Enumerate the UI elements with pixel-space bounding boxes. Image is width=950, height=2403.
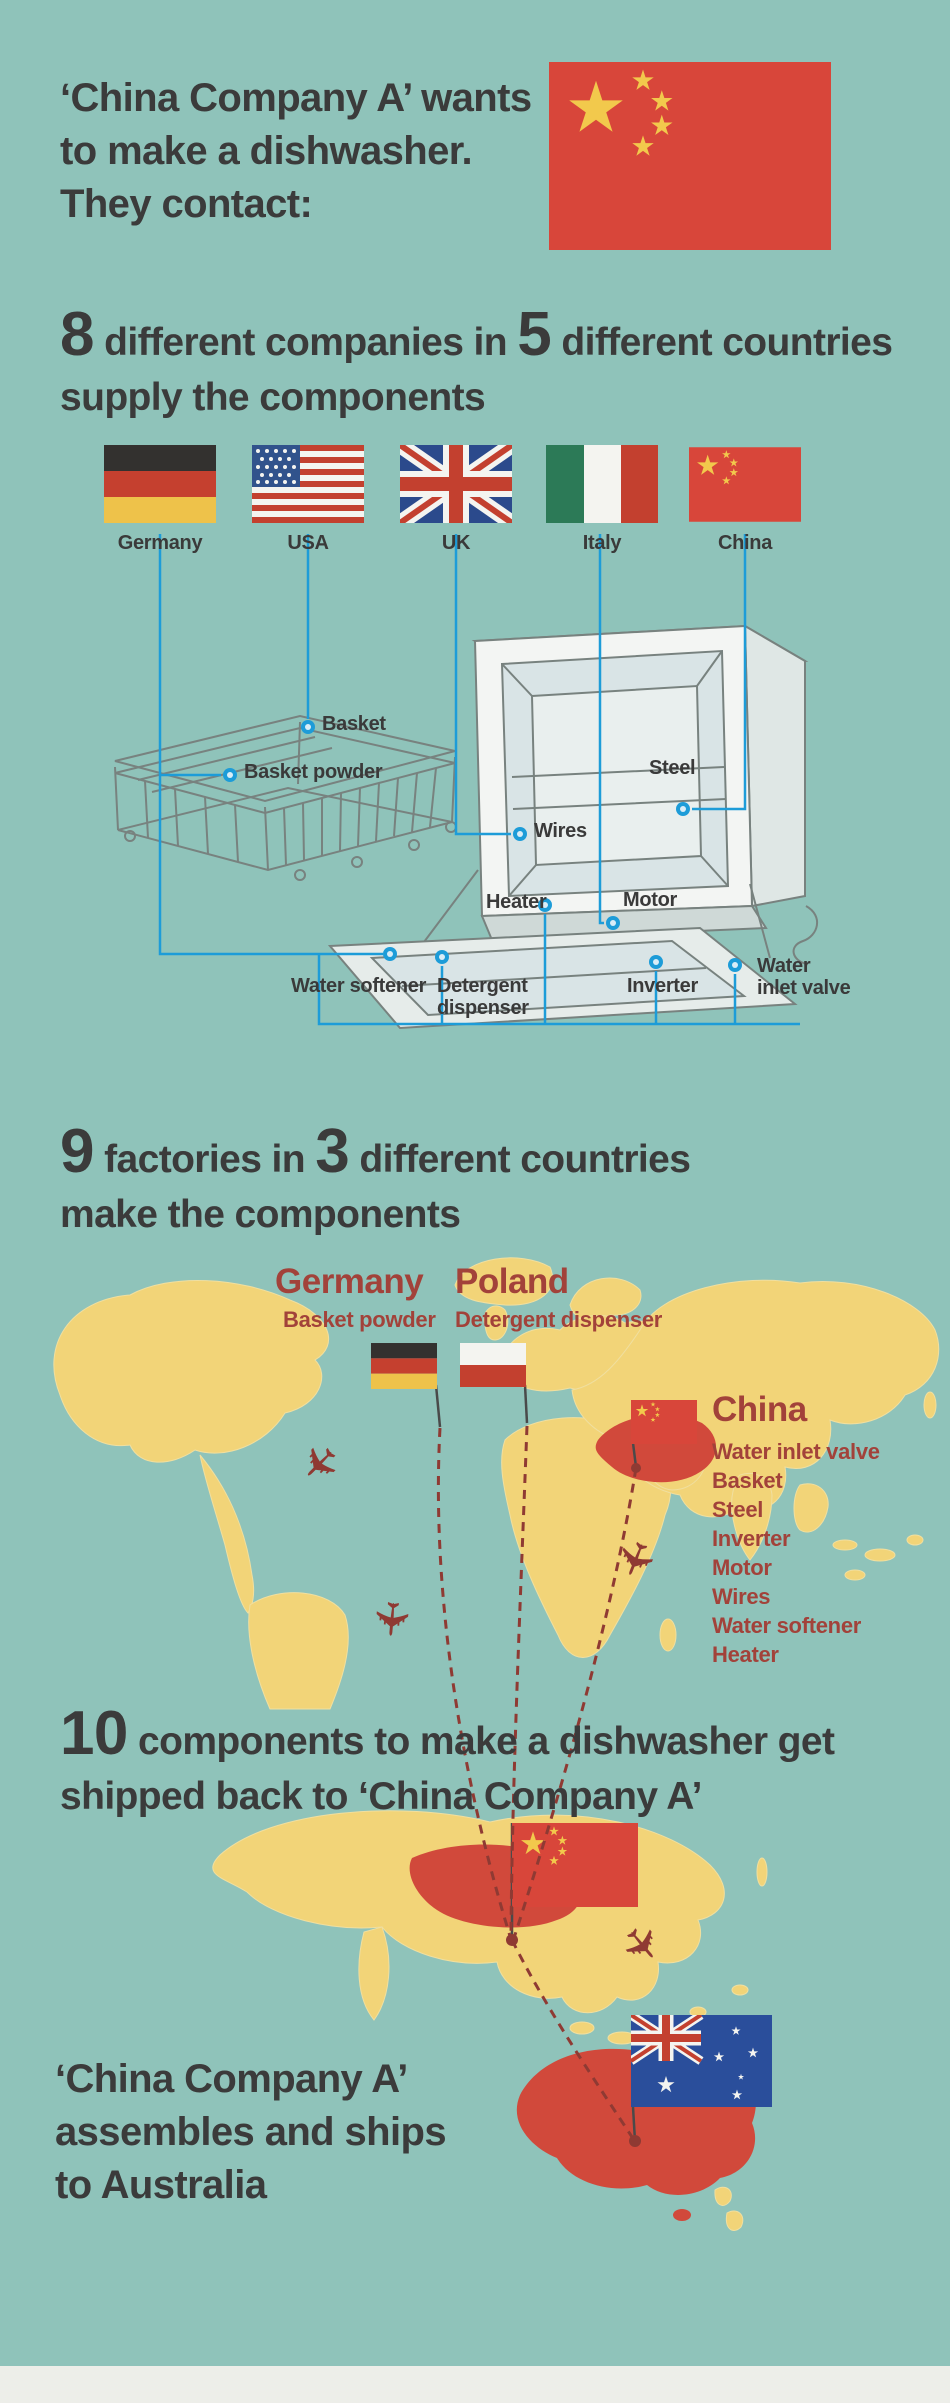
suppliers-heading-text-a: different companies in	[93, 321, 518, 364]
flag-label-italy: Italy	[582, 532, 622, 554]
assembly-text: ‘China Company A’ assembles and ships to…	[55, 2053, 475, 2212]
intro-line3: They contact:	[60, 182, 313, 226]
australia-map	[516, 1985, 880, 2231]
germany-map-flag-icon	[371, 1343, 437, 1389]
australia-flag-icon	[631, 2015, 772, 2107]
label-detergent-dispenser: Detergent dispenser	[437, 975, 529, 1019]
intro-line2: to make a dishwasher.	[60, 129, 473, 173]
label-motor: Motor	[623, 889, 678, 911]
component-connector-lines	[158, 534, 800, 1026]
china-item-steel: Steel	[712, 1497, 764, 1522]
china-item-water-softener: Water softener	[712, 1613, 862, 1638]
map-flag-poles	[434, 1384, 638, 1468]
label-water-inlet-valve: Water inlet valve	[757, 955, 851, 999]
china-item-water-inlet-valve: Water inlet valve	[712, 1439, 880, 1464]
count-factory-countries: 3	[315, 1117, 350, 1186]
shipping-heading-text-a: components to make a dishwasher get	[127, 1720, 835, 1763]
suppliers-heading-line1: 8 different companies in 5 different cou…	[60, 296, 900, 374]
poland-factory-item: Detergent dispenser	[455, 1307, 663, 1332]
factories-heading-line2: make the components	[60, 1192, 461, 1236]
assembly-line2: assembles and ships	[55, 2110, 447, 2154]
shipping-heading-line1: 10 components to make a dishwasher get	[60, 1695, 920, 1773]
china-item-motor: Motor	[712, 1555, 772, 1580]
label-basket-powder: Basket powder	[244, 761, 383, 783]
china-item-basket: Basket	[712, 1468, 783, 1493]
plane-icon: ✈	[363, 1597, 419, 1641]
poland-map-flag-icon	[460, 1343, 526, 1387]
flag-label-usa: USA	[287, 532, 329, 554]
map-label-poland: Poland	[455, 1262, 569, 1301]
factories-heading: 9 factories in 3 different countries mak…	[60, 1113, 900, 1239]
shipping-heading: 10 components to make a dishwasher get s…	[60, 1695, 920, 1821]
china-flag-large-icon	[549, 62, 831, 250]
flag-label-uk: UK	[441, 532, 471, 554]
suppliers-heading-text-b: different countries	[551, 321, 893, 364]
china-map-flag-icon	[631, 1400, 697, 1444]
factories-heading-text-b: different countries	[349, 1138, 691, 1181]
china-flag-icon	[689, 445, 801, 523]
dish-basket-art	[114, 714, 457, 881]
label-basket: Basket	[322, 713, 386, 735]
suppliers-heading-line2: supply the components	[60, 375, 486, 419]
new-zealand	[714, 2186, 744, 2231]
usa-flag-icon	[252, 445, 364, 523]
map-label-germany: Germany	[275, 1262, 424, 1301]
flag-china: China	[689, 445, 801, 555]
factories-heading-text-a: factories in	[93, 1138, 316, 1181]
label-steel: Steel	[649, 757, 696, 779]
map-label-china: China	[712, 1390, 807, 1429]
china-factory-items: Water inlet valve Basket Steel Inverter …	[712, 1437, 947, 1669]
italy-flag-icon	[546, 445, 658, 523]
label-water-softener: Water softener	[291, 975, 427, 997]
flag-label-china: China	[717, 532, 773, 554]
australia-destination-dot	[629, 2135, 641, 2147]
china-item-wires: Wires	[712, 1584, 771, 1609]
china-item-heater: Heater	[712, 1642, 779, 1667]
suppliers-heading: 8 different companies in 5 different cou…	[60, 296, 900, 422]
flag-usa: USA	[252, 445, 364, 555]
flag-italy: Italy	[546, 445, 658, 555]
factories-heading-line1: 9 factories in 3 different countries	[60, 1113, 900, 1191]
label-heater: Heater	[486, 891, 547, 913]
flag-label-germany: Germany	[117, 532, 203, 554]
intro-line1: ‘China Company A’ wants	[60, 76, 532, 120]
component-dots	[223, 720, 742, 972]
intro-text: ‘China Company A’ wants to make a dishwa…	[60, 72, 580, 231]
china-item-inverter: Inverter	[712, 1526, 791, 1551]
germany-factory-item: Basket powder	[283, 1307, 436, 1332]
count-components: 10	[60, 1699, 128, 1768]
flag-germany: Germany	[104, 445, 216, 555]
count-companies: 8	[60, 300, 94, 369]
footer-strip	[0, 2366, 950, 2403]
shipping-heading-line2: shipped back to ‘China Company A’	[60, 1774, 702, 1818]
count-supplier-countries: 5	[517, 300, 552, 369]
flag-uk: UK	[400, 445, 512, 555]
china-assembly-flag-icon	[512, 1823, 638, 1907]
uk-flag-icon	[400, 445, 512, 523]
label-wires: Wires	[534, 820, 587, 842]
china-route-origin-dot	[631, 1463, 641, 1473]
assembly-line3: to Australia	[55, 2163, 267, 2207]
count-factories: 9	[60, 1117, 94, 1186]
assembly-destination-dot	[506, 1934, 518, 1946]
label-inverter: Inverter	[627, 975, 698, 997]
assembly-line1: ‘China Company A’	[55, 2057, 408, 2101]
dishwasher-diagram	[114, 534, 818, 1030]
germany-flag-icon	[104, 445, 216, 523]
